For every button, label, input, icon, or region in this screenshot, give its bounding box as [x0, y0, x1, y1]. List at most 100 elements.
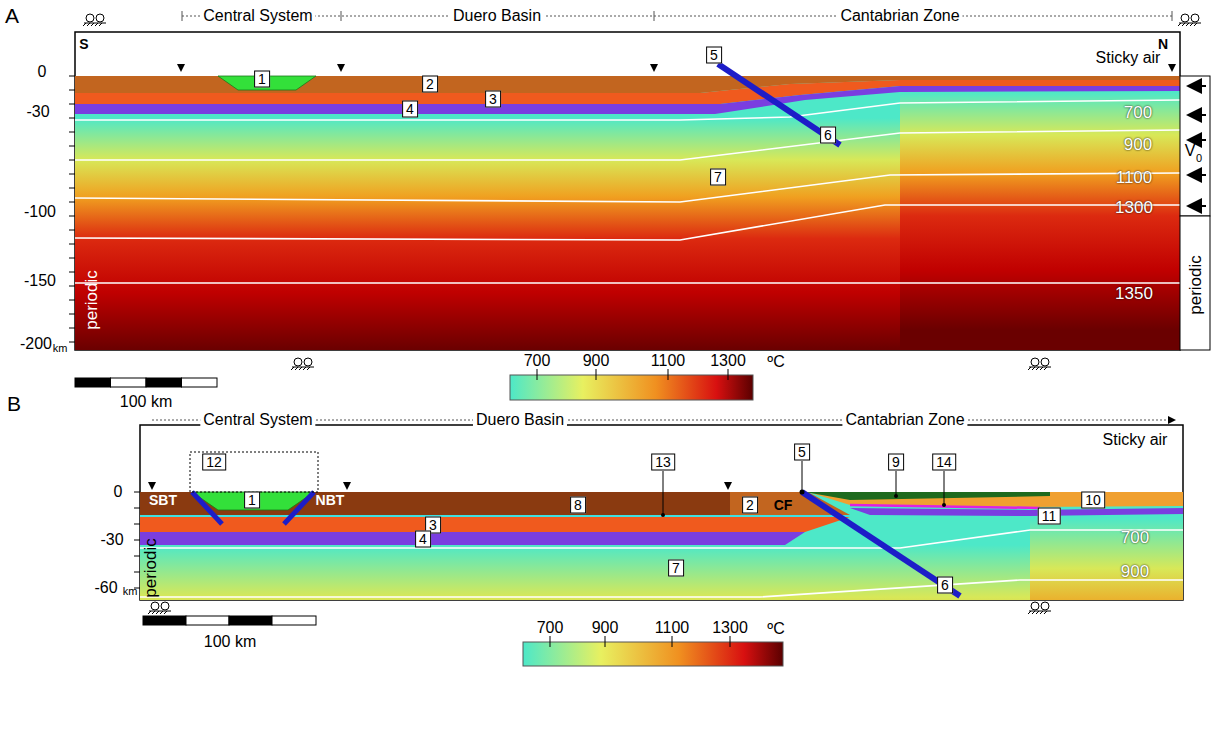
- tick-mark: [84, 23, 106, 24]
- tick-mark: [149, 611, 171, 612]
- scale-label: 100 km: [120, 393, 172, 411]
- callout-number: 5: [794, 444, 810, 461]
- roller-symbol: [304, 358, 312, 366]
- colorbar-label: 700: [537, 619, 564, 637]
- direction-label: S: [79, 35, 88, 53]
- region-label: Central System: [200, 411, 315, 429]
- air-label: Sticky air: [1103, 431, 1168, 449]
- tick-mark: [99, 23, 102, 26]
- tick-mark: [1044, 611, 1047, 614]
- tick-mark: [152, 611, 155, 614]
- callout-number: 3: [485, 91, 501, 108]
- tick-mark: [69, 314, 75, 315]
- isotherm-label: 1100: [1116, 169, 1153, 187]
- callout-number: 9: [888, 454, 904, 471]
- tick-mark: [69, 90, 75, 91]
- region-label: Duero Basin: [450, 7, 544, 25]
- isotherm-label: 900: [1124, 136, 1152, 154]
- velocity-label: V: [1185, 142, 1196, 160]
- callout-number: 13: [651, 454, 675, 471]
- isotherm-label: 1350: [1115, 285, 1153, 303]
- tick-mark: [160, 611, 163, 614]
- tick-mark: [1178, 23, 1181, 26]
- roller-symbol: [86, 14, 94, 22]
- roller-symbol: [1031, 358, 1039, 366]
- depth-label: -30: [26, 103, 49, 121]
- colorbar-label: 1300: [710, 352, 746, 370]
- tick-mark: [69, 160, 75, 161]
- callout-number: 7: [710, 169, 726, 186]
- tick-mark: [134, 572, 140, 573]
- unit-label: km: [123, 582, 138, 600]
- tick-mark: [1032, 611, 1035, 614]
- roller-symbol: [1041, 602, 1049, 610]
- tick-mark: [134, 540, 140, 541]
- tick-mark: [83, 23, 86, 26]
- tick-mark: [69, 76, 75, 77]
- colorbar-label: 900: [592, 619, 619, 637]
- tick-mark: [69, 300, 75, 301]
- tick-mark: [1182, 23, 1185, 26]
- roller-symbol: [294, 358, 302, 366]
- callout-number: 7: [668, 560, 684, 577]
- tick-mark: [134, 508, 140, 509]
- tick-mark: [292, 367, 314, 368]
- depth-label: 0: [114, 483, 123, 501]
- tick-mark: [69, 258, 75, 259]
- tick-mark: [1190, 23, 1193, 26]
- colorbar-unit: ºC: [767, 353, 784, 371]
- roller-symbol: [1181, 14, 1189, 22]
- colorbar-label: 900: [583, 352, 610, 370]
- tick-mark: [1044, 367, 1047, 370]
- callout-number: 2: [422, 76, 438, 93]
- tick-mark: [91, 23, 94, 26]
- air-label: Sticky air: [1096, 49, 1161, 67]
- roller-symbol: [1031, 602, 1039, 610]
- boundary-label: periodic: [1187, 255, 1205, 315]
- depth-label: -200: [20, 335, 52, 353]
- tick-mark: [1186, 23, 1189, 26]
- tick-mark: [1036, 611, 1039, 614]
- tick-mark: [307, 367, 310, 370]
- tick-mark: [1028, 367, 1031, 370]
- tick-mark: [295, 367, 298, 370]
- tick-mark: [87, 23, 90, 26]
- tick-mark: [69, 188, 75, 189]
- tick-mark: [69, 146, 75, 147]
- tick-mark: [1040, 611, 1043, 614]
- tick-mark: [69, 342, 75, 343]
- callout-number: 5: [706, 47, 722, 64]
- region-label: Duero Basin: [473, 411, 567, 429]
- callout-number: 14: [932, 454, 956, 471]
- callout-number: 4: [402, 101, 418, 118]
- callout-number: 1: [244, 492, 260, 509]
- region-label: Central System: [200, 7, 315, 25]
- callout-number: 1: [254, 71, 270, 88]
- tick-mark: [69, 244, 75, 245]
- colorbar-label: 1100: [651, 352, 685, 370]
- tick-mark: [303, 367, 306, 370]
- roller-symbol: [161, 602, 169, 610]
- colorbar-label: 700: [524, 352, 551, 370]
- callout-number: 6: [820, 127, 836, 144]
- tick-mark: [69, 286, 75, 287]
- tick-mark: [156, 611, 159, 614]
- boundary-label: periodic: [142, 538, 160, 598]
- tick-mark: [69, 132, 75, 133]
- tick-mark: [69, 202, 75, 203]
- roller-symbol: [96, 14, 104, 22]
- colorbar-label: 1300: [712, 619, 748, 637]
- tick-mark: [69, 104, 75, 105]
- unit-label: km: [53, 339, 68, 357]
- tick-mark: [134, 524, 140, 525]
- fault-label: NBT: [316, 491, 345, 509]
- tick-mark: [69, 328, 75, 329]
- callout-number: 6: [937, 577, 953, 594]
- callout-number: 4: [415, 531, 431, 548]
- tick-mark: [164, 611, 167, 614]
- depth-label: -150: [24, 272, 56, 290]
- colorbar-label: 1100: [655, 619, 689, 637]
- region-label: Cantabrian Zone: [837, 7, 962, 25]
- boundary-label: periodic: [83, 270, 101, 330]
